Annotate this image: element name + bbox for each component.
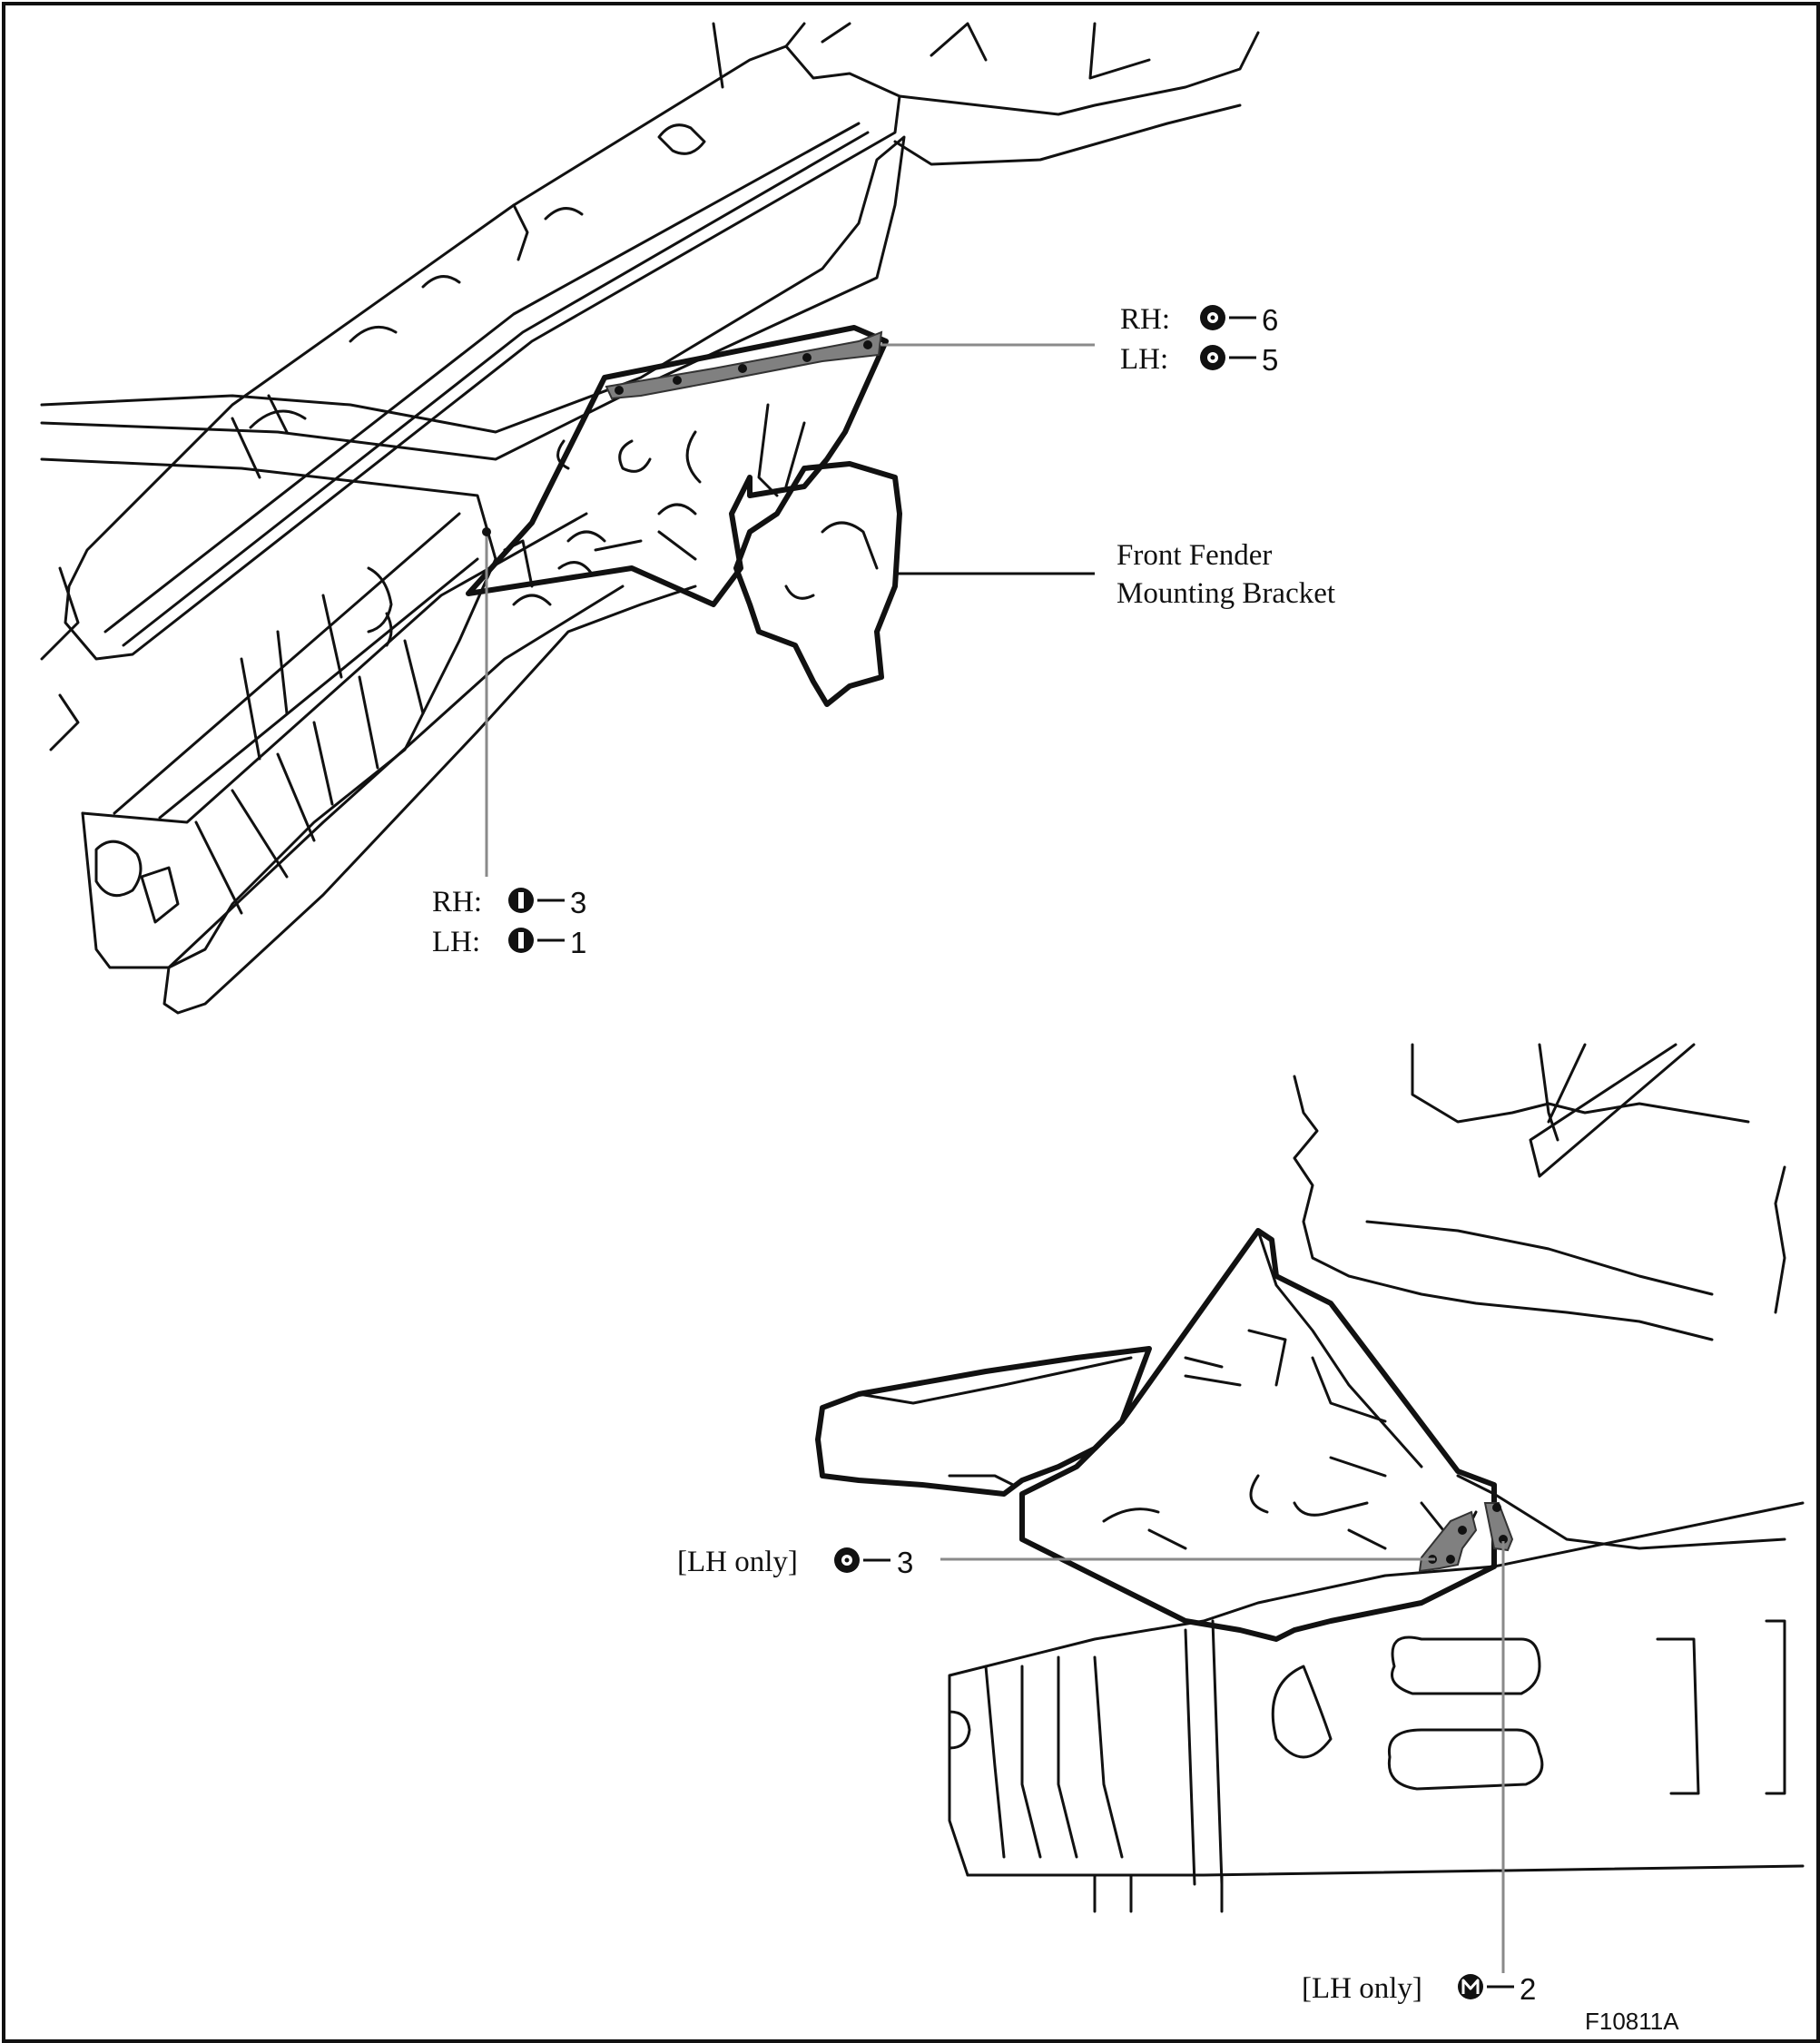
- lower-leaders: [940, 1541, 1505, 1973]
- lower-bracket: [1019, 1228, 1497, 1642]
- ring-weld-icon: [1200, 345, 1256, 370]
- side-member: [40, 135, 906, 461]
- upper-weld-strip: [605, 330, 883, 400]
- lower-middle-label: [LH only]: [677, 1546, 798, 1578]
- upper-left-rh-label: RH:: [432, 886, 483, 918]
- figure-code: F10811A: [1585, 2008, 1679, 2035]
- bracket-label-line2: Mounting Bracket: [1117, 577, 1336, 610]
- upper-leader-dots: [482, 527, 491, 536]
- upper-right-rh-count: 6: [1262, 303, 1279, 337]
- upper-rail: [64, 44, 901, 661]
- lower-bottom-count: 2: [1520, 1972, 1537, 2006]
- i-weld-icon: [508, 928, 565, 953]
- upper-right-rh-label: RH:: [1120, 303, 1171, 336]
- upper-leaders: [485, 343, 1095, 877]
- m-weld-icon: [1458, 1974, 1514, 1999]
- lower-illustration: [815, 1043, 1805, 1913]
- upper-left-lh-count: 1: [570, 926, 587, 959]
- lower-arm: [815, 1346, 1152, 1497]
- lower-bottom-label: [LH only]: [1302, 1972, 1422, 2005]
- front-rail: [81, 584, 625, 969]
- bracket-label-line1: Front Fender: [1117, 539, 1273, 572]
- lower-weld-strip: [1418, 1502, 1514, 1573]
- body-panel-diagram: [40, 22, 1805, 1999]
- ring-weld-icon: [834, 1547, 890, 1573]
- i-weld-icon: [508, 888, 565, 913]
- upper-left-lh-label: LH:: [432, 926, 481, 958]
- fender-bracket-panel: [466, 325, 889, 607]
- upper-right-lh-label: LH:: [1120, 343, 1169, 376]
- ring-weld-icon: [1200, 305, 1256, 330]
- bracket-tab: [733, 461, 902, 707]
- lower-middle-count: 3: [897, 1546, 914, 1579]
- upper-illustration: [40, 22, 1260, 1015]
- upper-left-rh-count: 3: [570, 886, 587, 919]
- upper-right-lh-count: 5: [1262, 343, 1279, 377]
